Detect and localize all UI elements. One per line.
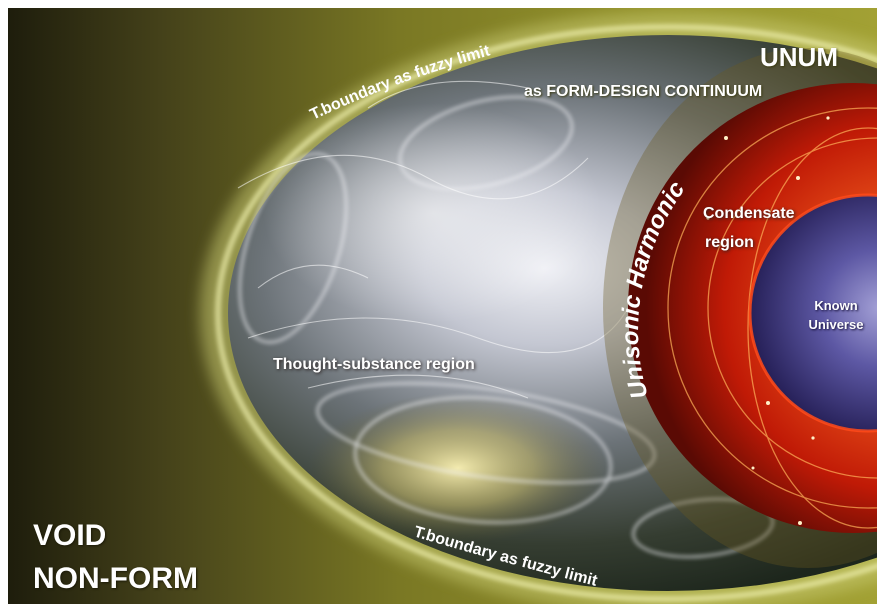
non-form-label: NON-FORM [33,562,198,596]
condensate-label-line2: region [705,234,754,252]
diagram-subtitle: as FORM-DESIGN CONTINUUM [524,83,762,101]
void-label: VOID [33,519,106,553]
known-universe-label-line2: Universe [796,315,876,334]
diagram-title: UNUM [760,42,838,73]
shell-glow [263,103,603,323]
condensate-label-line1: Condensate [703,205,795,223]
diagram-canvas: T.boundary as fuzzy limit T.boundary as … [8,8,877,604]
thought-substance-label: Thought-substance region [273,356,475,374]
known-universe-label-line1: Known [796,296,876,315]
